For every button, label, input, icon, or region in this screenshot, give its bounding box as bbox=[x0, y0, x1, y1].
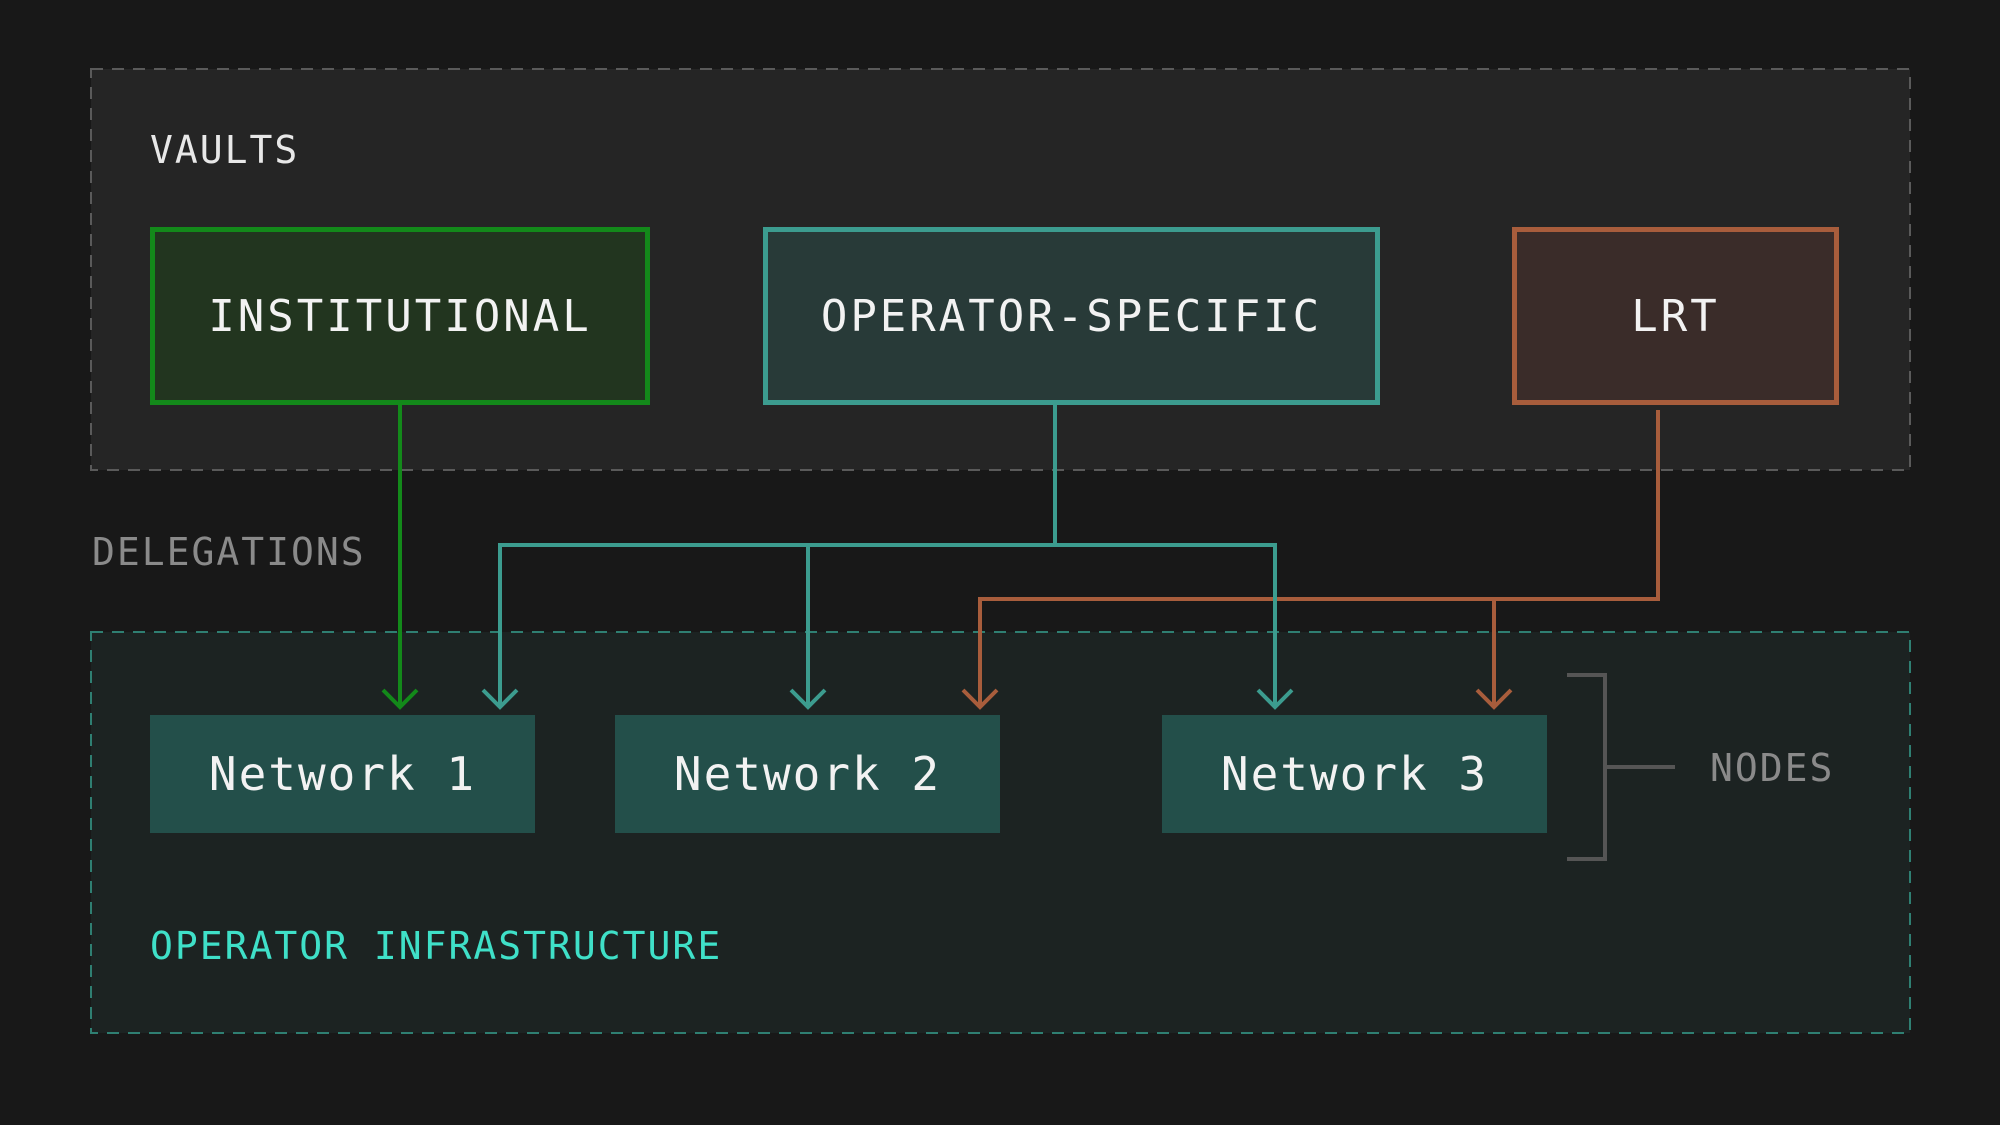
vaults-section-label: VAULTS bbox=[150, 128, 300, 172]
lrt-links bbox=[961, 410, 1660, 710]
network-2-node: Network 2 bbox=[615, 715, 1000, 833]
delegations-label: DELEGATIONS bbox=[92, 530, 366, 574]
vault-institutional: INSTITUTIONAL bbox=[150, 227, 650, 405]
nodes-bracket bbox=[1567, 673, 1675, 861]
vault-lrt: LRT bbox=[1512, 227, 1839, 405]
network-3-node: Network 3 bbox=[1162, 715, 1547, 833]
operator-specific-links bbox=[481, 405, 1294, 710]
infrastructure-region-border bbox=[90, 631, 1911, 1034]
institutional-link bbox=[381, 405, 419, 710]
nodes-label: NODES bbox=[1710, 746, 1835, 790]
operator-infrastructure-label: OPERATOR INFRASTRUCTURE bbox=[150, 924, 723, 968]
network-1-node: Network 1 bbox=[150, 715, 535, 833]
vault-operator-specific: OPERATOR-SPECIFIC bbox=[763, 227, 1380, 405]
vaults-region-border bbox=[90, 68, 1911, 471]
